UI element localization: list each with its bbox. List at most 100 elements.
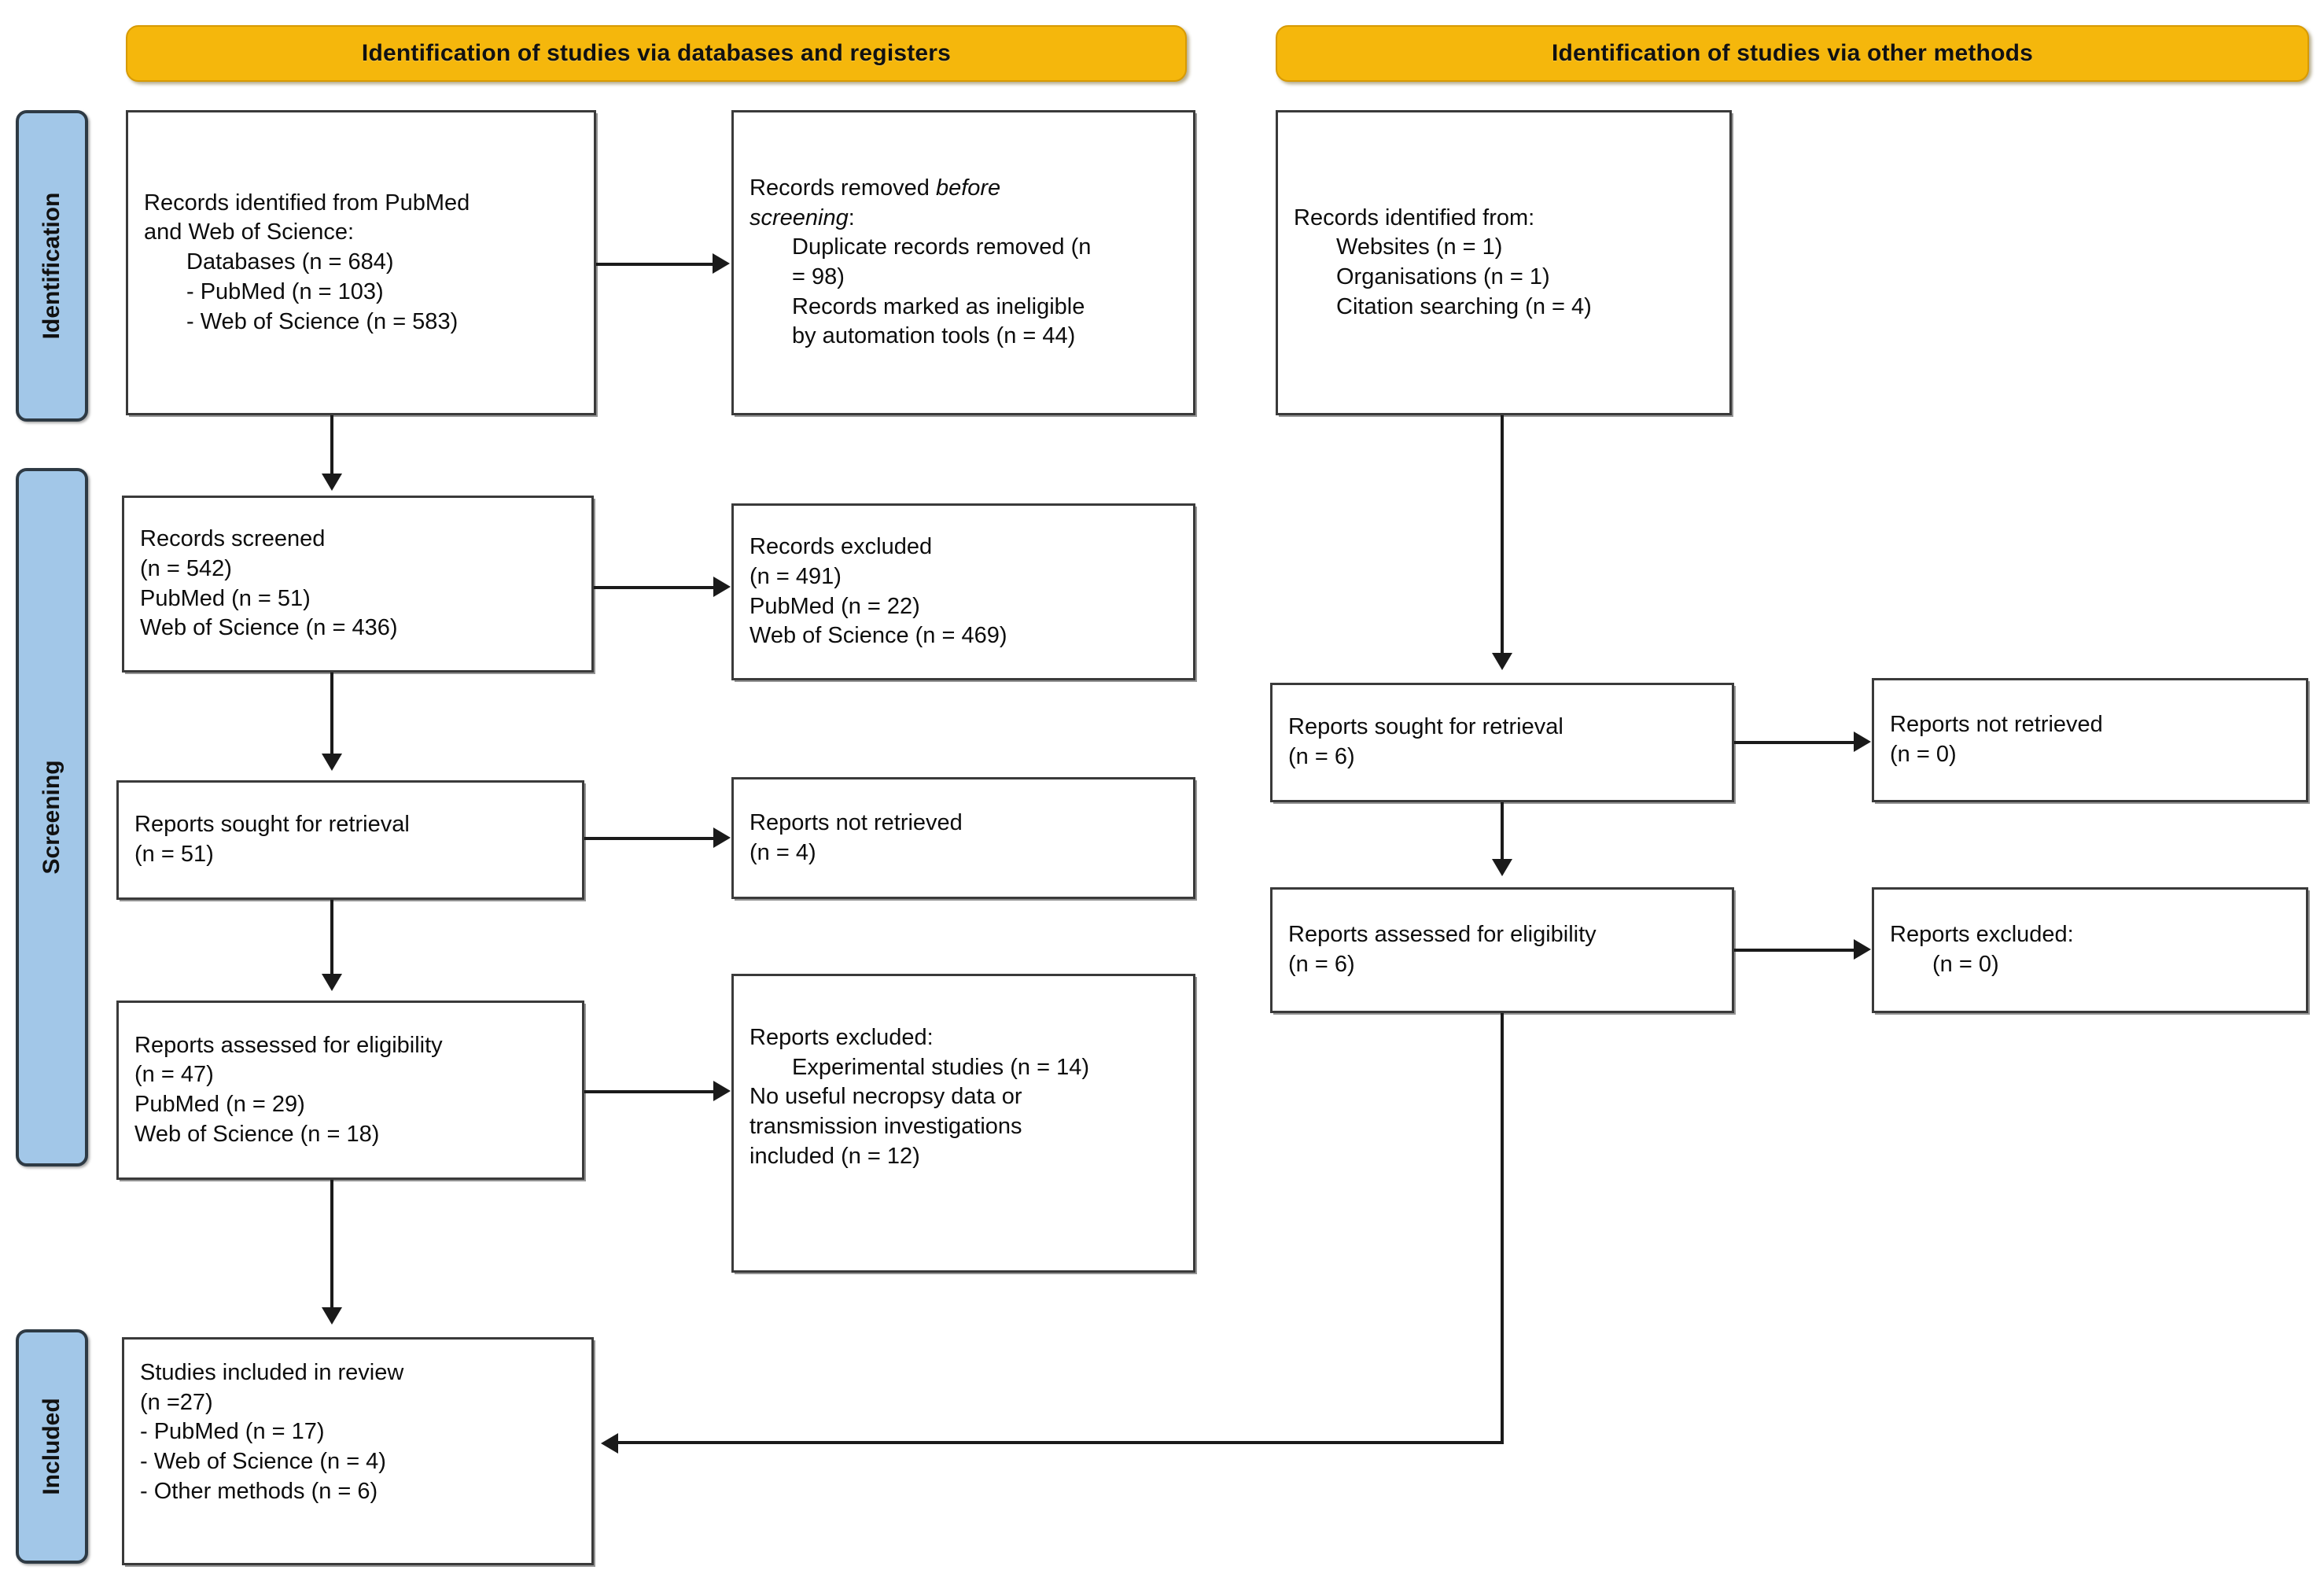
connector-assessed-to-reports-excluded [584,1090,713,1093]
reports-sought-other-line-2: (n = 6) [1288,744,1355,769]
connector-identified-to-removed [596,263,713,266]
studies-included-line-5: - Other methods (n = 6) [140,1478,378,1504]
node-reports-assessed-other: Reports assessed for eligibility (n = 6) [1270,887,1734,1013]
records-identified-line-1: Records identified from PubMed [144,190,470,216]
stage-rail-included-label: Included [39,1398,64,1495]
stage-rail-included: Included [16,1329,88,1564]
reports-excluded-db-line-2: Experimental studies (n = 14) [792,1054,1089,1080]
records-excluded-line-4: Web of Science (n = 469) [749,623,1007,649]
phase-header-databases: Identification of studies via databases … [126,25,1187,82]
records-removed-line-1: Records removed before [749,174,1177,204]
phase-header-other-methods-label: Identification of studies via other meth… [1552,40,2033,66]
connector-assessed-to-studies-included [330,1180,333,1312]
reports-sought-other-line-1: Reports sought for retrieval [1288,714,1563,740]
reports-excluded-db-line-5: included (n = 12) [749,1143,920,1169]
studies-included-line-2: (n =27) [140,1389,213,1415]
records-identified-other-line-4: Citation searching (n = 4) [1336,293,1592,319]
records-identified-line-4: - PubMed (n = 103) [186,278,384,304]
arrowhead-other-sought-to-assessed [1492,859,1512,876]
node-studies-included-in-review: Studies included in review (n =27) - Pub… [122,1337,594,1565]
records-identified-line-5: - Web of Science (n = 583) [186,308,459,334]
records-identified-other-line-2: Websites (n = 1) [1336,234,1503,260]
records-screened-line-3: PubMed (n = 51) [140,585,311,611]
studies-included-line-1: Studies included in review [140,1360,404,1385]
records-screened-line-1: Records screened [140,526,326,552]
reports-assessed-other-line-2: (n = 6) [1288,952,1355,977]
reports-assessed-other-line-1: Reports assessed for eligibility [1288,922,1597,948]
node-reports-sought-databases: Reports sought for retrieval (n = 51) [116,780,584,900]
reports-sought-db-line-1: Reports sought for retrieval [134,812,410,838]
records-removed-line-2: screening: [749,204,1177,234]
studies-included-line-3: - PubMed (n = 17) [140,1419,325,1445]
records-screened-line-2: (n = 542) [140,555,232,581]
arrowhead-sought-to-assessed [322,974,342,991]
reports-excluded-other-line-2: (n = 0) [1932,952,1999,977]
node-reports-excluded-databases: Reports excluded: Experimental studies (… [731,974,1195,1273]
connector-screened-to-reports-sought [330,673,333,757]
arrowhead-other-identified-to-sought [1492,653,1512,670]
node-records-identified-other: Records identified from: Websites (n = 1… [1276,110,1732,415]
records-removed-line-3: Duplicate records removed (n [792,234,1092,260]
arrowhead-assessed-to-reports-excluded [713,1081,731,1101]
records-removed-line-1-em: before [935,175,1001,201]
records-removed-line-1-pre: Records removed [749,175,936,201]
node-records-removed-before-screening: Records removed before screening: Duplic… [731,110,1195,415]
reports-excluded-db-line-3: No useful necropsy data or [749,1084,1022,1110]
connector-other-sought-to-not-retrieved [1734,741,1854,744]
reports-sought-db-line-2: (n = 51) [134,842,214,867]
connector-identified-to-screened [330,415,333,477]
records-identified-other-line-3: Organisations (n = 1) [1336,264,1550,289]
arrowhead-screened-to-excluded [713,577,731,597]
node-reports-sought-other: Reports sought for retrieval (n = 6) [1270,683,1734,802]
stage-rail-screening: Screening [16,468,88,1166]
node-records-excluded: Records excluded (n = 491) PubMed (n = 2… [731,503,1195,680]
records-identified-line-2: and Web of Science: [144,219,355,245]
reports-assessed-db-line-1: Reports assessed for eligibility [134,1032,443,1058]
arrowhead-identified-to-removed [713,253,730,274]
records-excluded-line-2: (n = 491) [749,563,842,589]
connector-sought-to-not-retrieved [584,837,713,840]
reports-not-retrieved-other-line-1: Reports not retrieved [1890,712,2103,738]
node-reports-not-retrieved-databases: Reports not retrieved (n = 4) [731,777,1195,899]
connector-other-assessed-elbow-horizontal [618,1441,1504,1444]
arrowhead-screened-to-reports-sought [322,754,342,771]
connector-other-sought-to-assessed [1501,802,1504,862]
arrowhead-assessed-to-studies-included [322,1307,342,1325]
reports-not-retrieved-other-line-2: (n = 0) [1890,742,1957,767]
arrowhead-other-assessed-to-excluded [1854,939,1871,960]
stage-rail-identification-label: Identification [39,192,64,340]
records-removed-line-6: by automation tools (n = 44) [792,323,1076,349]
connector-other-assessed-to-excluded [1734,949,1854,952]
reports-excluded-other-line-1: Reports excluded: [1890,922,2074,948]
connector-screened-to-excluded [594,586,713,589]
records-removed-line-5: Records marked as ineligible [792,293,1085,319]
reports-not-retrieved-db-line-2: (n = 4) [749,839,816,865]
node-reports-assessed-databases: Reports assessed for eligibility (n = 47… [116,1001,584,1180]
connector-other-identified-to-sought [1501,415,1504,656]
arrowhead-other-to-studies-included [601,1433,618,1454]
records-removed-line-4: = 98) [792,264,845,289]
node-records-screened: Records screened (n = 542) PubMed (n = 5… [122,496,594,673]
records-excluded-line-3: PubMed (n = 22) [749,593,920,619]
records-identified-other-line-1: Records identified from: [1294,205,1535,230]
connector-other-assessed-elbow-vertical [1501,1013,1504,1444]
studies-included-line-4: - Web of Science (n = 4) [140,1449,386,1475]
reports-excluded-db-line-4: transmission investigations [749,1114,1022,1140]
records-excluded-line-1: Records excluded [749,534,933,560]
reports-excluded-db-line-1: Reports excluded: [749,1025,934,1050]
stage-rail-screening-label: Screening [39,760,64,875]
records-screened-line-4: Web of Science (n = 436) [140,615,398,641]
records-identified-line-3: Databases (n = 684) [186,249,394,275]
records-removed-line-2-post: : [848,205,855,230]
records-removed-line-2-em: screening [749,205,849,230]
reports-assessed-db-line-2: (n = 47) [134,1062,214,1088]
reports-assessed-db-line-4: Web of Science (n = 18) [134,1121,380,1147]
phase-header-other-methods: Identification of studies via other meth… [1276,25,2309,82]
node-records-identified-databases: Records identified from PubMed and Web o… [126,110,596,415]
node-reports-excluded-other: Reports excluded: (n = 0) [1872,887,2308,1013]
phase-header-databases-label: Identification of studies via databases … [361,40,952,66]
stage-rail-identification: Identification [16,110,88,422]
arrowhead-identified-to-screened [322,474,342,491]
reports-assessed-db-line-3: PubMed (n = 29) [134,1092,305,1117]
